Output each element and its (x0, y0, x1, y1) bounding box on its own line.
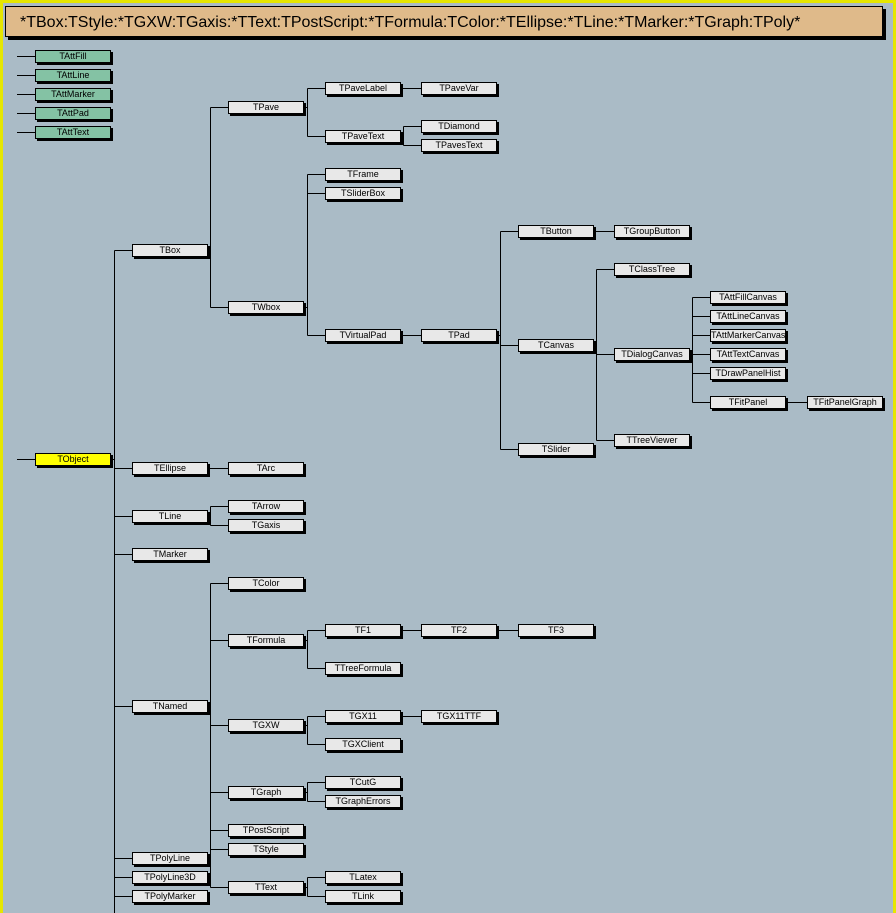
class-node-tvirtualpad[interactable]: TVirtualPad (325, 329, 401, 342)
class-node-tpavelabel[interactable]: TPaveLabel (325, 82, 401, 95)
class-node-tgx11ttf[interactable]: TGX11TTF (421, 710, 497, 723)
class-node-tattlinecanvas[interactable]: TAttLineCanvas (710, 310, 786, 323)
class-node-tlatex[interactable]: TLatex (325, 871, 401, 884)
class-node-tgraph[interactable]: TGraph (228, 786, 304, 799)
class-node-tattmarkercanvas[interactable]: TAttMarkerCanvas (710, 329, 786, 342)
class-node-tclasstree[interactable]: TClassTree (614, 263, 690, 276)
class-node-tgxw[interactable]: TGXW (228, 719, 304, 732)
class-node-tfitpanelgraph[interactable]: TFitPanelGraph (807, 396, 883, 409)
class-node-ttreeformula[interactable]: TTreeFormula (325, 662, 401, 675)
class-node-tatttext[interactable]: TAttText (35, 126, 111, 139)
class-node-tpolymarker[interactable]: TPolyMarker (132, 890, 208, 903)
class-node-tattmarker[interactable]: TAttMarker (35, 88, 111, 101)
class-node-tpad[interactable]: TPad (421, 329, 497, 342)
class-node-ttreeviewer[interactable]: TTreeViewer (614, 434, 690, 447)
class-node-tatttextcanvas[interactable]: TAttTextCanvas (710, 348, 786, 361)
class-node-tframe[interactable]: TFrame (325, 168, 401, 181)
class-node-tmarker[interactable]: TMarker (132, 548, 208, 561)
class-node-tarrow[interactable]: TArrow (228, 500, 304, 513)
class-node-tpavetext[interactable]: TPaveText (325, 130, 401, 143)
class-node-tattpad[interactable]: TAttPad (35, 107, 111, 120)
class-node-tlink[interactable]: TLink (325, 890, 401, 903)
class-node-tf1[interactable]: TF1 (325, 624, 401, 637)
class-node-tpavestext[interactable]: TPavesText (421, 139, 497, 152)
class-node-tgrapherrors[interactable]: TGraphErrors (325, 795, 401, 808)
class-node-tarc[interactable]: TArc (228, 462, 304, 475)
class-node-tpave[interactable]: TPave (228, 101, 304, 114)
tree-edges (17, 56, 807, 913)
class-node-tgaxis[interactable]: TGaxis (228, 519, 304, 532)
class-node-tcanvas[interactable]: TCanvas (518, 339, 594, 352)
class-tree-canvas: *TBox:TStyle:*TGXW:TGaxis:*TText:TPostSc… (3, 3, 893, 913)
class-node-tgxclient[interactable]: TGXClient (325, 738, 401, 751)
class-node-tpostscript[interactable]: TPostScript (228, 824, 304, 837)
class-node-tfitpanel[interactable]: TFitPanel (710, 396, 786, 409)
class-node-tellipse[interactable]: TEllipse (132, 462, 208, 475)
class-node-tstyle[interactable]: TStyle (228, 843, 304, 856)
class-node-tf3[interactable]: TF3 (518, 624, 594, 637)
class-node-tpavevar[interactable]: TPaveVar (421, 82, 497, 95)
class-node-tline[interactable]: TLine (132, 510, 208, 523)
class-node-tpolyline3d[interactable]: TPolyLine3D (132, 871, 208, 884)
diagram-title: *TBox:TStyle:*TGXW:TGaxis:*TText:TPostSc… (5, 6, 883, 37)
class-node-tformula[interactable]: TFormula (228, 634, 304, 647)
class-node-tsliderbox[interactable]: TSliderBox (325, 187, 401, 200)
class-node-tobject[interactable]: TObject (35, 453, 111, 466)
class-node-tbox[interactable]: TBox (132, 244, 208, 257)
class-node-tcutg[interactable]: TCutG (325, 776, 401, 789)
class-node-tdiamond[interactable]: TDiamond (421, 120, 497, 133)
class-node-tdialogcanvas[interactable]: TDialogCanvas (614, 348, 690, 361)
class-node-twbox[interactable]: TWbox (228, 301, 304, 314)
class-node-tnamed[interactable]: TNamed (132, 700, 208, 713)
class-node-tslider[interactable]: TSlider (518, 443, 594, 456)
class-node-tpolyline[interactable]: TPolyLine (132, 852, 208, 865)
class-node-tattfill[interactable]: TAttFill (35, 50, 111, 63)
class-node-tdrawpanelhist[interactable]: TDrawPanelHist (710, 367, 786, 380)
class-node-tattfillcanvas[interactable]: TAttFillCanvas (710, 291, 786, 304)
class-node-tf2[interactable]: TF2 (421, 624, 497, 637)
class-node-tcolor[interactable]: TColor (228, 577, 304, 590)
class-node-tgx11[interactable]: TGX11 (325, 710, 401, 723)
class-node-tattline[interactable]: TAttLine (35, 69, 111, 82)
class-node-tgroupbutton[interactable]: TGroupButton (614, 225, 690, 238)
class-node-ttext[interactable]: TText (228, 881, 304, 894)
class-node-tbutton[interactable]: TButton (518, 225, 594, 238)
